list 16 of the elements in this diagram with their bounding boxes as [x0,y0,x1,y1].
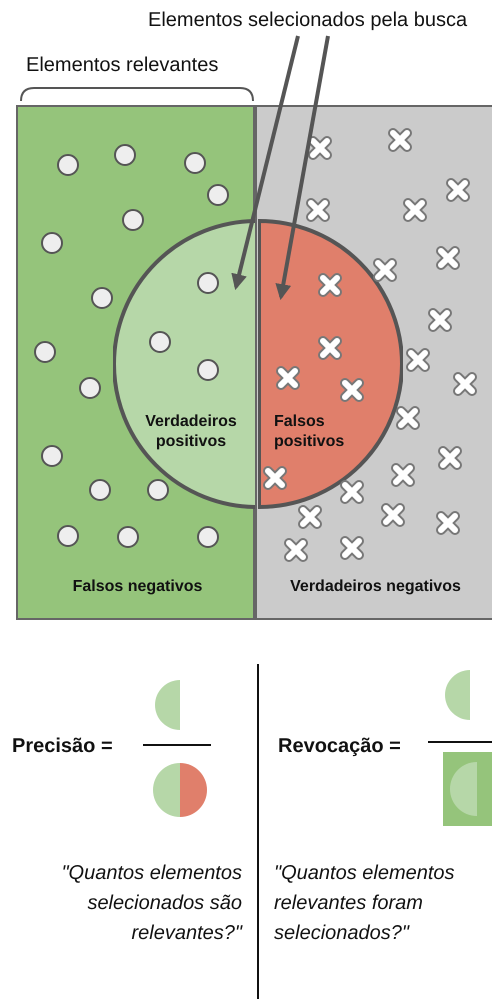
arrow [231,36,300,290]
right-region-panel [255,105,492,620]
region-label: Falsos negativos [72,577,204,597]
half-circle-region [258,219,403,509]
heading-label: Elementos relevantes [26,53,220,78]
region-label: Falsos positivos [274,412,346,452]
formula-label: Revocação = [278,734,402,759]
callout-text: Elementos selecionados pela busca [148,6,488,34]
region-label: Verdadeiros negativos [289,577,462,597]
question-text: "Quantos elementos selecionados são relevantes?" [60,861,242,946]
half-circle-region [113,219,258,509]
region-label: Verdadeiros positivos [144,412,238,452]
arrow [275,36,330,300]
left-region-panel [16,105,255,620]
formula-label: Precisão = [12,734,114,759]
question-text: "Quantos elementos relevantes foram selecionados?" [274,861,456,946]
